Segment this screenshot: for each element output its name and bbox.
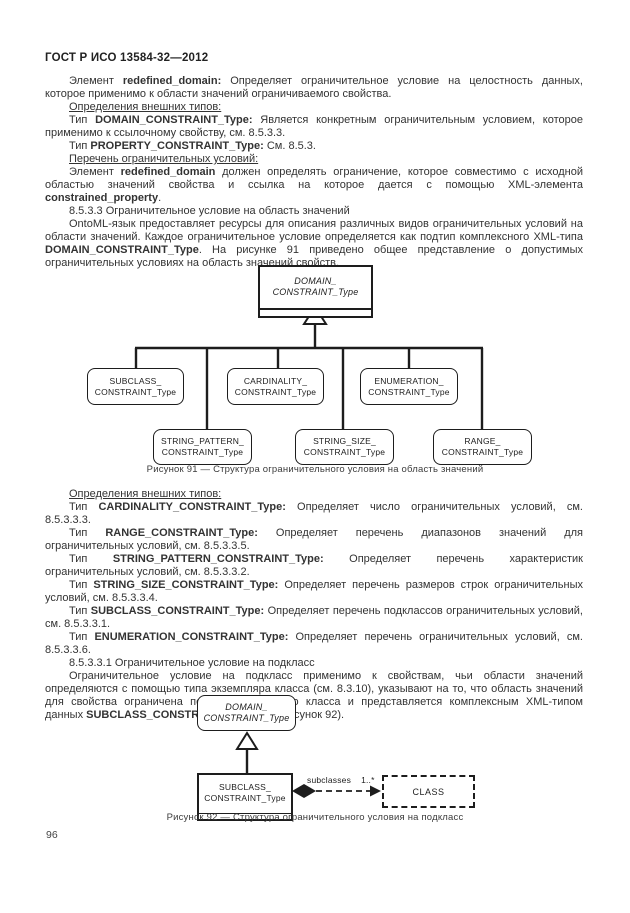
text-run: Тип xyxy=(69,140,91,152)
figure-92-caption: Рисунок 92 — Структура ограничительного … xyxy=(166,812,464,823)
text-run: . xyxy=(158,192,162,204)
paragraph: Элемент redefined_domain должен определя… xyxy=(45,166,583,205)
text-run: ENUMERATION_CONSTRAINT_Type: xyxy=(94,631,289,643)
paragraph: Тип DOMAIN_CONSTRAINT_Type: Является кон… xyxy=(45,114,583,140)
paragraph: Тип CARDINALITY_CONSTRAINT_Type: Определ… xyxy=(45,501,583,527)
association-label: subclasses xyxy=(307,775,352,785)
text-run: Ограничительное условие на подкласс прим… xyxy=(45,670,583,721)
text-run: Определяет ограничительное условие на це… xyxy=(45,75,583,100)
text-run: Определения внешних типов: xyxy=(69,488,222,500)
text-run: 8.5.3.3 Ограничительное условие на облас… xyxy=(69,205,350,217)
text-run: DOMAIN_CONSTRAINT_Type xyxy=(45,244,199,256)
text-run: Тип xyxy=(69,501,99,513)
paragraph: Тип SUBCLASS_CONSTRAINT_Type: Определяет… xyxy=(45,605,583,631)
text-run: Тип xyxy=(69,553,113,565)
text-run: STRING_PATTERN_CONSTRAINT_Type: xyxy=(112,553,324,565)
generalization-triangle-icon xyxy=(235,731,259,750)
class-compartment-divider xyxy=(199,813,291,814)
text-run: Элемент xyxy=(69,166,121,178)
text-run: STRING_SIZE_CONSTRAINT_Type: xyxy=(93,579,279,591)
paragraph: Тип STRING_SIZE_CONSTRAINT_Type: Определ… xyxy=(45,579,583,605)
paragraph: Тип STRING_PATTERN_CONSTRAINT_Type: Опре… xyxy=(45,553,583,579)
text-run: CARDINALITY_CONSTRAINT_Type: xyxy=(98,501,286,513)
uml-class-enumeration-constraint: ENUMERATION_ CONSTRAINT_Type xyxy=(360,368,458,405)
association-label-group: subclasses 1..* xyxy=(307,775,375,785)
definitions-heading: Определения внешних типов: xyxy=(45,101,583,114)
text-run: PROPERTY_CONSTRAINT_Type: xyxy=(90,140,264,152)
text-run: Элемент xyxy=(69,75,123,87)
text-run: OntoML-язык предоставляет ресурсы для оп… xyxy=(45,218,583,243)
paragraph: Ограничительное условие на подкласс прим… xyxy=(45,670,583,722)
uml-class-range-constraint: RANGE_ CONSTRAINT_Type xyxy=(433,429,532,465)
multiplicity-label: 1..* xyxy=(361,775,375,785)
text-run: RANGE_CONSTRAINT_Type: xyxy=(105,527,258,539)
document-header: ГОСТ Р ИСО 13584-32—2012 xyxy=(45,52,209,64)
text-run: Тип xyxy=(69,527,106,539)
text-run: Тип xyxy=(69,605,91,617)
text-run: должен определять ограничение, которое с… xyxy=(45,166,583,191)
arrowhead-icon xyxy=(370,785,381,797)
text-run: Определения внешних типов: xyxy=(69,101,222,113)
page-number: 96 xyxy=(46,829,58,841)
text-run: Перечень ограничительных условий: xyxy=(69,153,259,165)
text-run: Определяет перечень размеров строк огран… xyxy=(45,579,583,604)
figure-92: DOMAIN_ CONSTRAINT_Type SUBCLASS_ CONSTR… xyxy=(0,693,630,833)
uml-class-class-referenced: CLASS xyxy=(382,775,475,808)
text-run: DOMAIN_CONSTRAINT_Type: xyxy=(95,114,253,126)
text-run: Определяет перечень диапазонов значений … xyxy=(45,527,583,552)
text-run: redefined_domain: xyxy=(122,75,222,87)
definitions-heading: Определения внешних типов: xyxy=(45,488,583,501)
uml-class-subclass-constraint: SUBCLASS_ CONSTRAINT_Type xyxy=(87,368,184,405)
uml-class-domain-constraint: DOMAIN_ CONSTRAINT_Type xyxy=(197,695,296,731)
text-run: Тип xyxy=(69,579,94,591)
text-run: constrained_property xyxy=(45,192,159,204)
paragraph: Тип RANGE_CONSTRAINT_Type: Определяет пе… xyxy=(45,527,583,553)
text-run: Определяет перечень ограничительных усло… xyxy=(45,631,583,656)
uml-class-cardinality-constraint: CARDINALITY_ CONSTRAINT_Type xyxy=(227,368,324,405)
text-run: См. 8.5.3. xyxy=(263,140,316,152)
text-run: 8.5.3.3.1 Ограничительное условие на под… xyxy=(69,657,315,669)
text-run: Тип xyxy=(69,631,95,643)
text-run: redefined_domain xyxy=(120,166,216,178)
aggregation-diamond-icon xyxy=(292,784,316,798)
text-run: Определяет перечень подклассов ограничит… xyxy=(45,605,583,630)
class-compartment-divider xyxy=(260,308,371,310)
uml-class-string-pattern-constraint: STRING_PATTERN_ CONSTRAINT_Type xyxy=(153,429,252,465)
section-heading: 8.5.3.3 Ограничительное условие на облас… xyxy=(45,205,583,218)
paragraph: Элемент redefined_domain: Определяет огр… xyxy=(45,75,583,101)
text-run: SUBCLASS_CONSTRAINT_Type: xyxy=(90,605,265,617)
paragraph: Тип PROPERTY_CONSTRAINT_Type: См. 8.5.3. xyxy=(45,140,583,153)
figure-91-caption: Рисунок 91 — Структура ограничительного … xyxy=(146,464,484,475)
uml-class-string-size-constraint: STRING_SIZE_ CONSTRAINT_Type xyxy=(295,429,394,465)
uml-class-subclass-constraint: SUBCLASS_ CONSTRAINT_Type xyxy=(197,773,293,821)
section-heading: 8.5.3.3.1 Ограничительное условие на под… xyxy=(45,657,583,670)
body-section-1: Элемент redefined_domain: Определяет огр… xyxy=(45,75,583,270)
text-run: Является конкретным ограничительным усло… xyxy=(45,114,583,139)
text-run: Определяет число ограничительных условий… xyxy=(45,501,583,526)
paragraph: Тип ENUMERATION_CONSTRAINT_Type: Определ… xyxy=(45,631,583,657)
list-heading: Перечень ограничительных условий: xyxy=(45,153,583,166)
body-section-2: Определения внешних типов: Тип CARDINALI… xyxy=(45,488,583,722)
uml-class-domain-constraint: DOMAIN_ CONSTRAINT_Type xyxy=(258,265,373,318)
text-run: Определяет перечень характеристик ограни… xyxy=(45,553,583,578)
figure-91: DOMAIN_ CONSTRAINT_Type SUBCLASS_ CONSTR… xyxy=(0,262,630,480)
figure-92-connectors xyxy=(235,731,381,798)
text-run: Тип xyxy=(69,114,96,126)
